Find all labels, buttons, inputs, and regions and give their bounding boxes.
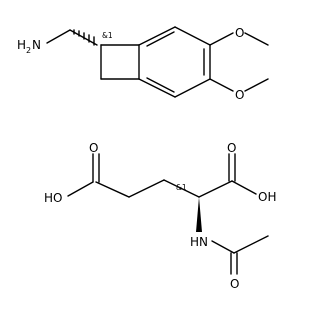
atom-amine-h-subscript: 2	[26, 46, 31, 55]
atom-amide-nh: HN	[190, 235, 208, 249]
bond-ring-top-double	[146, 31, 175, 47]
bond-ring-bottom-right	[174, 78, 211, 98]
atom-methoxy-o-2: O	[235, 88, 244, 102]
bond-ring-bottom-double	[146, 77, 175, 93]
bond-o-me2	[244, 78, 269, 92]
atom-acid2-o: O	[227, 141, 236, 155]
atom-amine-n: N	[32, 38, 41, 52]
bond-ring-top-right	[174, 26, 211, 46]
bond-c5-oh	[231, 180, 257, 195]
bond-c-ome1	[209, 32, 234, 46]
chemical-structure-drawing: H 2 N &1 O O HO O O OH &1 HN O	[17, 26, 276, 291]
stereo-hash-wedge	[73, 29, 95, 46]
bond-o-me1	[244, 32, 269, 46]
bond-c1-c2	[95, 181, 130, 198]
bond-c3-c4	[163, 179, 200, 198]
atom-acid1-oh: HO	[44, 191, 62, 205]
atom-methoxy-o-1: O	[235, 26, 244, 40]
molecule-n-acetylglutamic-acid: HO O O OH &1 HN O	[44, 141, 276, 291]
bond-c-ome2	[209, 78, 234, 92]
bond-n-ch2	[46, 29, 71, 44]
molecule-benzocyclobutene: H 2 N &1 O O	[17, 26, 269, 102]
stereo-bold-wedge	[196, 197, 202, 232]
bond-c2-c3	[128, 179, 165, 198]
atom-amine-h: H	[17, 38, 26, 52]
atom-amide-o: O	[230, 277, 239, 291]
stereo-label-2: &1	[176, 183, 187, 192]
structure-canvas: H 2 N &1 O O HO O O OH &1 HN O	[17, 26, 276, 291]
bond-ring-top	[138, 26, 176, 46]
stereo-label-1: &1	[102, 31, 113, 40]
bond-n-c	[211, 240, 235, 254]
bond-ring-bottom-left	[138, 78, 176, 98]
atom-acid1-o: O	[89, 141, 98, 155]
bond-c-ch3	[233, 235, 269, 254]
bond-oh-c1	[67, 181, 94, 197]
bond-c4-c5	[198, 180, 233, 198]
atom-acid2-oh: OH	[258, 190, 276, 204]
